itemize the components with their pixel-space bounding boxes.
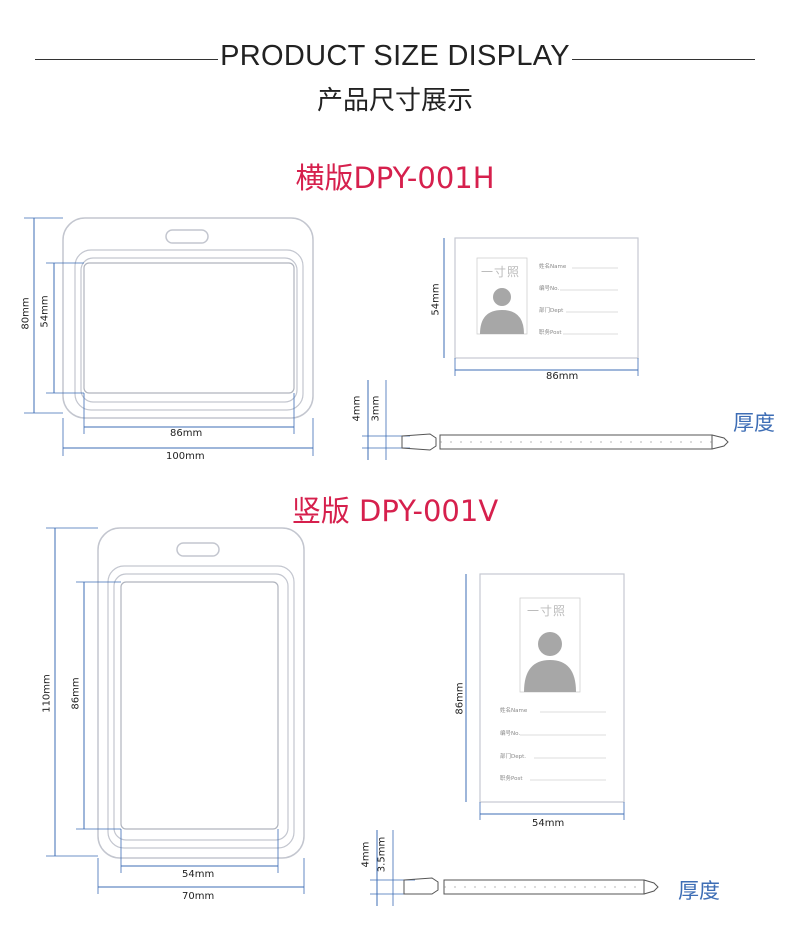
horizontal-card-field-dept: 部门Dept bbox=[539, 308, 564, 314]
vertical-thickness-inner-label: 3.5mm bbox=[376, 836, 388, 873]
horizontal-inner-width-label: 86mm bbox=[170, 428, 203, 439]
horizontal-outer-width-label: 100mm bbox=[166, 451, 205, 462]
header-rule-left bbox=[35, 59, 218, 60]
vertical-card-field-no: 编号No. bbox=[500, 731, 521, 737]
horizontal-section-title: 横版DPY-001H bbox=[295, 161, 495, 195]
horizontal-card-field-name: 姓名Name bbox=[539, 264, 567, 270]
header-rule-right bbox=[572, 59, 755, 60]
page-subtitle: 产品尺寸展示 bbox=[316, 86, 473, 116]
vertical-thickness-outer-label: 4mm bbox=[360, 841, 372, 868]
vertical-outer-width-label: 70mm bbox=[182, 891, 215, 902]
vertical-thickness-label: 厚度 bbox=[678, 879, 720, 903]
page-title: PRODUCT SIZE DISPLAY bbox=[220, 40, 570, 72]
vertical-inner-width-label: 54mm bbox=[182, 869, 215, 880]
vertical-card-width-label: 54mm bbox=[532, 818, 565, 829]
horizontal-thickness-label: 厚度 bbox=[733, 411, 775, 435]
horizontal-card-field-no: 编号No. bbox=[539, 286, 560, 292]
horizontal-card-width-label: 86mm bbox=[546, 371, 579, 382]
vertical-card-field-post: 职务Post bbox=[500, 776, 523, 782]
horizontal-photo-placeholder-text: 一寸照 bbox=[481, 265, 521, 279]
vertical-card-field-dept: 部门Dept. bbox=[500, 754, 527, 760]
vertical-section-title: 竖版 DPY-001V bbox=[291, 494, 499, 528]
horizontal-card-field-post: 职务Post bbox=[539, 330, 562, 336]
vertical-card-field-name: 姓名Name bbox=[500, 708, 528, 714]
vertical-photo-placeholder-text: 一寸照 bbox=[527, 604, 567, 618]
